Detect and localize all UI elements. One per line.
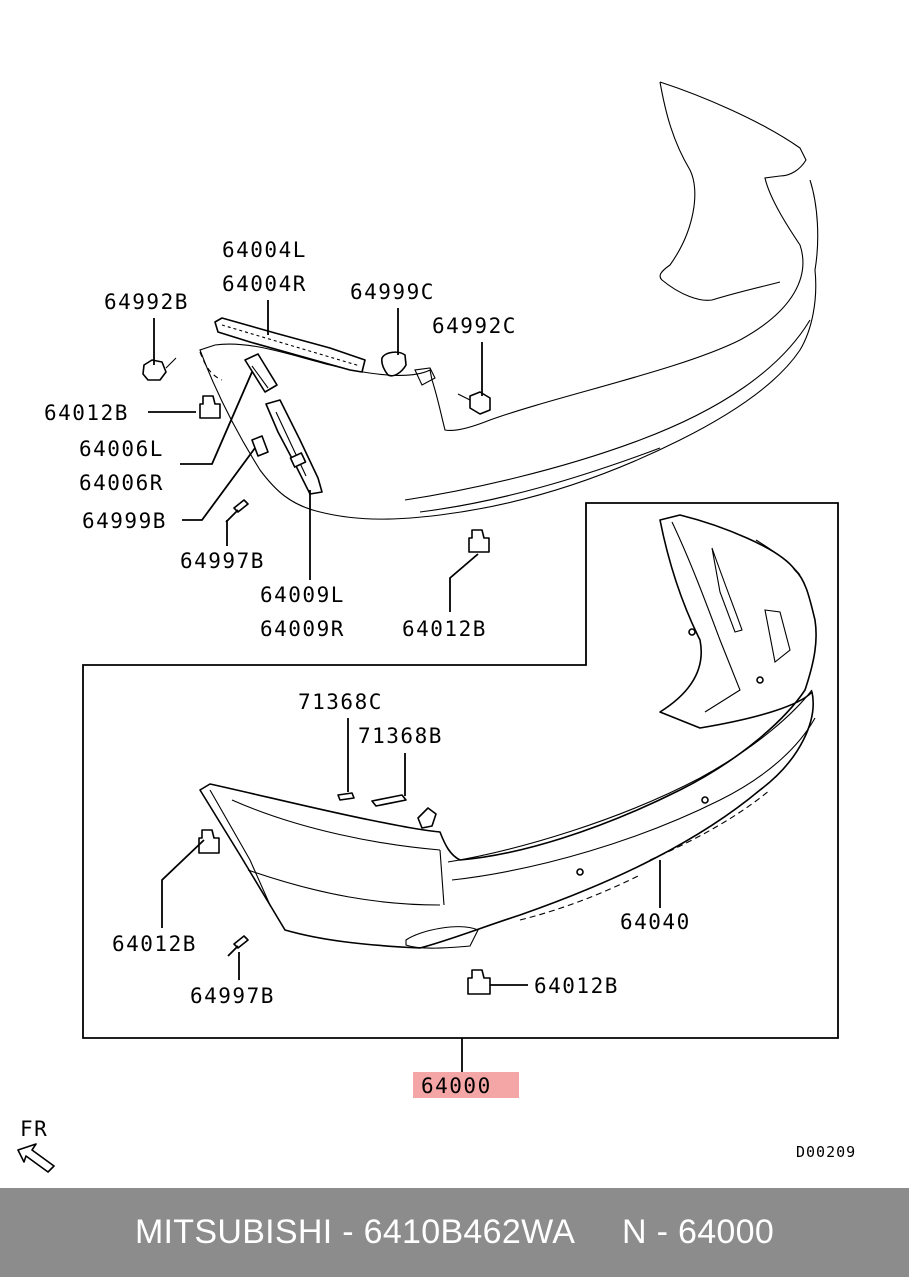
clip-64999B xyxy=(251,435,269,457)
front-arrow-icon xyxy=(17,1143,55,1173)
rivet-64997B-upper xyxy=(225,499,249,523)
side-bracket-64006 xyxy=(244,353,278,393)
clip-64012B-upper-center xyxy=(468,529,490,553)
label-64997B-b: 64997B xyxy=(190,984,275,1008)
clip-64012B-lower-right xyxy=(467,969,491,995)
part-labels: 64004L 64004R 64992B 64999C 64992C 64012… xyxy=(44,238,691,1008)
label-64012B-a: 64012B xyxy=(44,401,129,425)
bolt-64992C xyxy=(457,391,491,415)
label-64992C: 64992C xyxy=(432,314,517,338)
diagram-code: D00209 xyxy=(796,1143,856,1161)
assembly-highlight xyxy=(413,1072,519,1098)
tape-71368C xyxy=(337,792,355,801)
parts-diagram: 64004L 64004R 64992B 64999C 64992C 64012… xyxy=(17,81,856,1173)
footer-bar: MITSUBISHI - 6410B462WA N - 64000 xyxy=(0,1188,909,1277)
bracket-rail-64004 xyxy=(214,317,366,373)
footer-text: MITSUBISHI - 6410B462WA N - 64000 xyxy=(134,1213,775,1251)
label-64992B: 64992B xyxy=(104,290,189,314)
label-64004R: 64004R xyxy=(222,272,307,296)
rivet-64997B-lower xyxy=(227,935,249,957)
label-64000: 64000 xyxy=(421,1074,492,1098)
leader-lines xyxy=(148,300,661,1072)
label-64040: 64040 xyxy=(620,910,691,934)
vehicle-rear-body-outline xyxy=(199,81,819,520)
label-71368C: 71368C xyxy=(298,690,383,714)
label-64999C: 64999C xyxy=(350,280,435,304)
fr-label: FR xyxy=(20,1117,48,1141)
label-64004L: 64004L xyxy=(222,238,307,262)
label-64012B-d: 64012B xyxy=(534,974,619,998)
assembly-number-64000: 64000 xyxy=(413,1072,519,1098)
bumper-cover-64040 xyxy=(199,514,817,949)
label-64006R: 64006R xyxy=(79,471,164,495)
clip-64012B-lower-left xyxy=(198,829,220,854)
label-64012B-c: 64012B xyxy=(112,932,197,956)
label-64009L: 64009L xyxy=(260,583,345,607)
tape-71368B xyxy=(371,794,407,807)
label-71368B: 71368B xyxy=(358,724,443,748)
push-clip-64999C xyxy=(381,351,407,377)
label-64006L: 64006L xyxy=(79,437,164,461)
side-support-64009 xyxy=(265,399,323,495)
label-64009R: 64009R xyxy=(260,617,345,641)
label-64999B: 64999B xyxy=(82,509,167,533)
front-direction-marker: FR xyxy=(17,1117,55,1173)
assembly-box xyxy=(82,502,839,1039)
clip-64012B-upper-left xyxy=(199,395,221,419)
label-64997B-a: 64997B xyxy=(180,549,265,573)
label-64012B-b: 64012B xyxy=(402,617,487,641)
bolt-64992B xyxy=(142,357,177,381)
